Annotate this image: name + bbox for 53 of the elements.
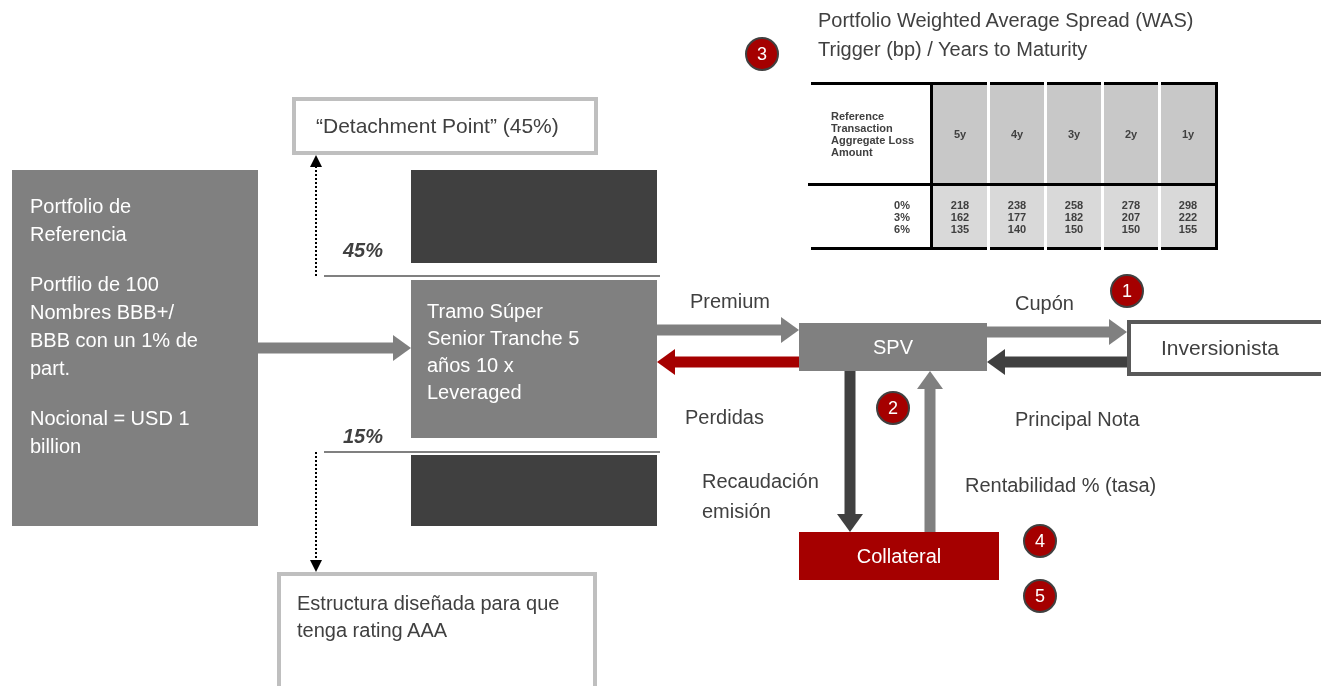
table-header-cell: 5y bbox=[931, 83, 989, 185]
callout-number: 5 bbox=[1023, 579, 1057, 613]
node-text: Tramo Súper Senior Tranche 5 años 10 x Leveraged bbox=[427, 299, 581, 405]
table-cell: 278 207 150 bbox=[1102, 184, 1160, 249]
table-cell: 298 222 155 bbox=[1159, 184, 1217, 249]
tranche-bar bbox=[411, 170, 657, 263]
arrow bbox=[917, 371, 943, 532]
arrow bbox=[987, 349, 1127, 375]
arrow bbox=[987, 319, 1127, 345]
table-header-cell: 4y bbox=[988, 83, 1046, 185]
collateral-box bbox=[799, 532, 999, 580]
node-text: “Detachment Point” (45%) bbox=[316, 113, 560, 139]
callout-number: 4 bbox=[1023, 524, 1057, 558]
note-box bbox=[277, 572, 597, 686]
arrow bbox=[258, 335, 411, 361]
table-header-cell: 2y bbox=[1102, 83, 1160, 185]
edge-label: Rentabilidad % (tasa) bbox=[965, 473, 1157, 498]
edge-label: Perdidas bbox=[685, 405, 764, 430]
edge-label: Premium bbox=[690, 289, 770, 314]
percent-label: 45% bbox=[343, 238, 384, 263]
dotted-arrow bbox=[310, 155, 322, 277]
node-text: Nocional = USD 1 billion bbox=[30, 406, 191, 459]
node-text: Collateral bbox=[856, 544, 942, 569]
table-header-cell: 3y bbox=[1045, 83, 1103, 185]
node-text: SPV bbox=[873, 335, 913, 360]
table-header-cell: Reference Transaction Aggregate Loss Amount bbox=[809, 83, 932, 185]
table-cell: 0% 3% 6% bbox=[809, 184, 932, 249]
node-text: Portflio de 100 Nombres BBB+/ BBB con un 1% de part. bbox=[30, 272, 199, 381]
table-title: Portfolio Weighted Average Spread (WAS) Trigger (bp) / Years to Maturity bbox=[818, 8, 1195, 62]
node-text: Portfolio de Referencia bbox=[30, 194, 133, 247]
edge-label: Recaudación emisión bbox=[702, 469, 820, 524]
table-header-cell: 1y bbox=[1159, 83, 1217, 185]
callout-number: 1 bbox=[1110, 274, 1144, 308]
arrow bbox=[837, 371, 863, 532]
callout-number: 2 bbox=[876, 391, 910, 425]
process-box bbox=[799, 323, 987, 371]
dotted-arrow bbox=[310, 451, 322, 572]
arrow bbox=[657, 317, 799, 343]
tranche-box bbox=[411, 280, 657, 438]
table-cell: 258 182 150 bbox=[1045, 184, 1103, 249]
node-text: Estructura diseñada para que tenga rating AAA bbox=[297, 591, 561, 643]
participant-box bbox=[1127, 320, 1321, 376]
percent-label: 15% bbox=[343, 424, 384, 449]
process-box bbox=[12, 170, 258, 526]
node-text: Inversionista bbox=[1161, 335, 1280, 362]
edge-label: Cupón bbox=[1015, 291, 1074, 316]
callout-number: 3 bbox=[745, 37, 779, 71]
note-box bbox=[292, 97, 598, 155]
tranche-bar bbox=[411, 455, 657, 526]
table-cell: 218 162 135 bbox=[931, 184, 989, 249]
edge-label: Principal Nota bbox=[1015, 407, 1140, 432]
arrow bbox=[657, 349, 799, 375]
table-cell: 238 177 140 bbox=[988, 184, 1046, 249]
